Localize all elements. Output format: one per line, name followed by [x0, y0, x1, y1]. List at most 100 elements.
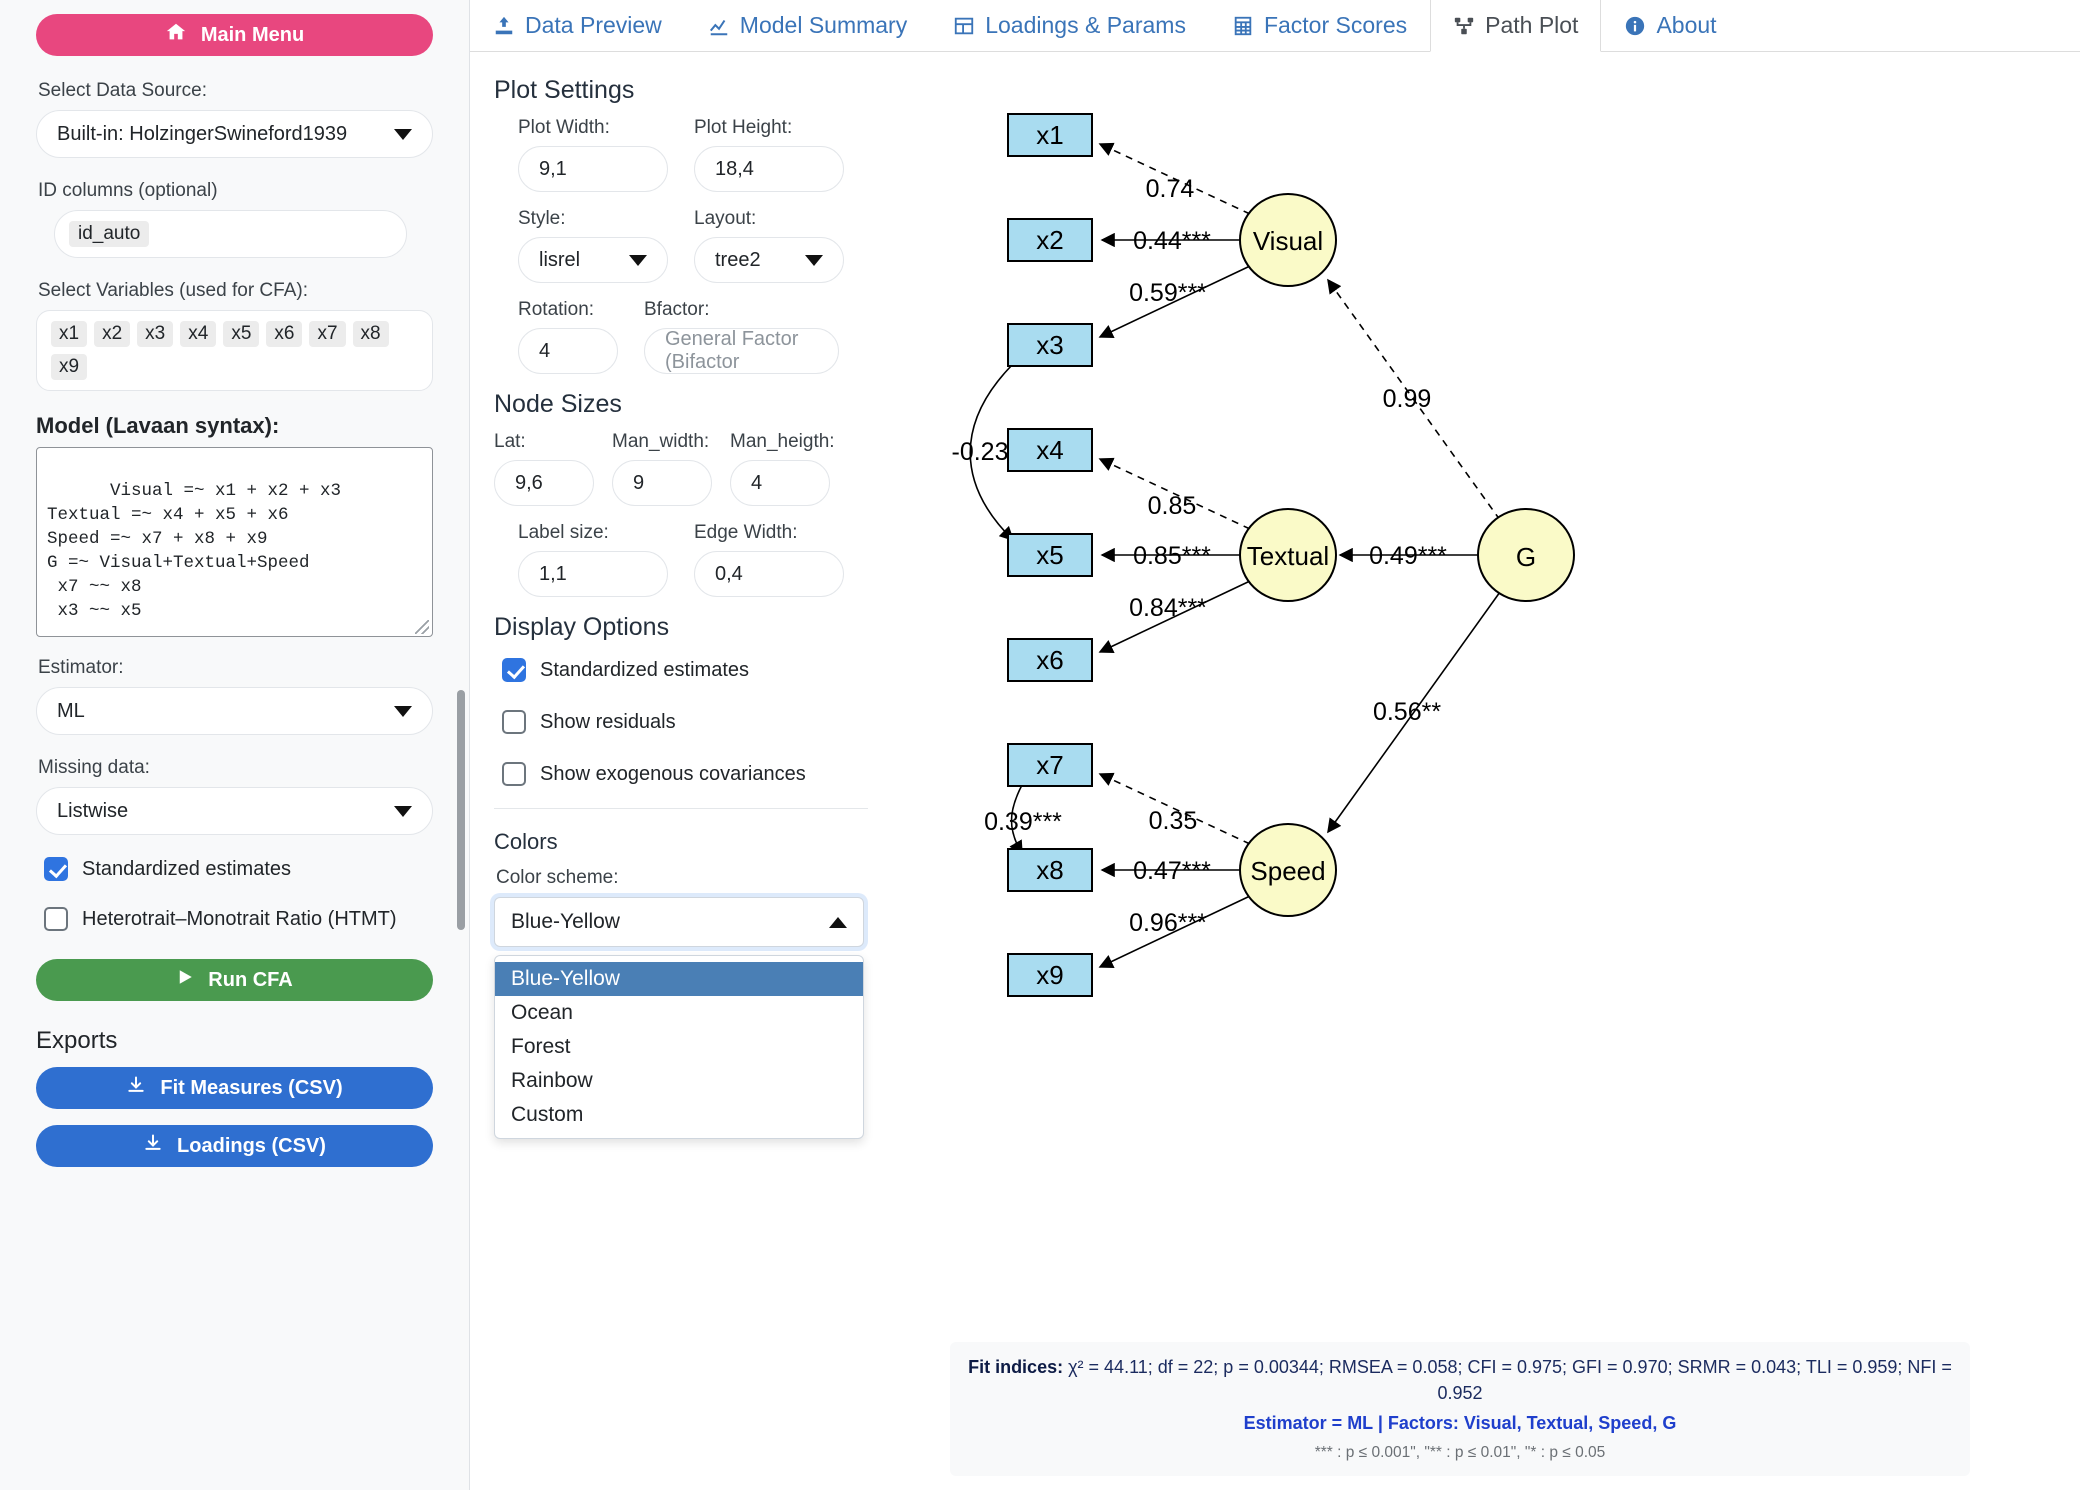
exports-title: Exports [36, 1027, 118, 1054]
variable-token[interactable]: x6 [266, 321, 303, 347]
latent-nodes: Visual Textual Speed G [1239, 193, 1575, 917]
tab-factor-scores[interactable]: Factor Scores [1209, 0, 1430, 51]
sidebar-scrollbar[interactable] [457, 0, 467, 1490]
node-x8[interactable]: x8 [1007, 848, 1093, 892]
color-scheme-select[interactable]: Blue-Yellow [494, 897, 864, 947]
display-residuals-row[interactable]: Show residuals [502, 710, 890, 734]
edge-width-label: Edge Width: [694, 522, 798, 543]
variable-token[interactable]: x1 [51, 321, 88, 347]
display-standardized-row[interactable]: Standardized estimates [502, 658, 890, 682]
edge-visual-x3 [1098, 265, 1251, 339]
node-label: x4 [1036, 435, 1063, 465]
layout-select[interactable]: tree2 [694, 237, 844, 283]
display-standardized-label: Standardized estimates [540, 658, 750, 681]
color-scheme-option-forest[interactable]: Forest [511, 1035, 571, 1058]
node-x7[interactable]: x7 [1007, 743, 1093, 787]
plot-width-input[interactable]: 9,1 [518, 146, 668, 192]
model-syntax-textarea[interactable]: Visual =~ x1 + x2 + x3 Textual =~ x4 + x… [36, 447, 433, 637]
download-icon [126, 1075, 146, 1101]
node-label: x1 [1036, 120, 1063, 150]
export-loadings-button[interactable]: Loadings (CSV) [36, 1125, 433, 1167]
tab-data-preview[interactable]: Data Preview [470, 0, 685, 51]
tab-about[interactable]: About [1601, 0, 1739, 51]
grid-icon [1232, 15, 1254, 37]
estimator-select[interactable]: ML [36, 687, 433, 735]
man-width-input[interactable]: 9 [612, 460, 712, 506]
bfactor-input[interactable]: General Factor (Bifactor [644, 328, 839, 374]
variables-input[interactable]: x1 x2 x3 x4 x5 x6 x7 x8 x9 [36, 310, 433, 391]
variable-token[interactable]: x5 [223, 321, 260, 347]
style-label: Style: [518, 208, 566, 229]
display-exogenous-checkbox[interactable] [502, 762, 526, 786]
tab-path-plot[interactable]: Path Plot [1430, 0, 1602, 52]
lat-input[interactable]: 9,6 [494, 460, 594, 506]
missing-data-value: Listwise [57, 799, 129, 822]
htmt-row[interactable]: Heterotrait–Monotrait Ratio (HTMT) [44, 907, 433, 931]
color-scheme-option-rainbow[interactable]: Rainbow [511, 1069, 593, 1092]
variable-token[interactable]: x9 [51, 354, 88, 380]
node-x3[interactable]: x3 [1007, 323, 1093, 367]
node-x9[interactable]: x9 [1007, 953, 1093, 997]
display-standardized-checkbox[interactable] [502, 658, 526, 682]
tab-loadings-params[interactable]: Loadings & Params [930, 0, 1209, 51]
variable-token[interactable]: x3 [137, 321, 174, 347]
plot-width-label: Plot Width: [518, 117, 610, 138]
display-exogenous-row[interactable]: Show exogenous covariances [502, 762, 890, 786]
edge-speed-x7 [1098, 772, 1251, 845]
display-residuals-checkbox[interactable] [502, 710, 526, 734]
plot-height-input[interactable]: 18,4 [694, 146, 844, 192]
edge-width-input[interactable]: 0,4 [694, 551, 844, 597]
node-visual[interactable]: Visual [1239, 193, 1337, 287]
style-field: Style: lisrel [518, 208, 668, 283]
style-select[interactable]: lisrel [518, 237, 668, 283]
node-x5[interactable]: x5 [1007, 533, 1093, 577]
id-columns-input[interactable]: id_auto [54, 210, 408, 258]
sidebar-scrollbar-thumb[interactable] [457, 690, 465, 930]
content-area: Data Preview Model Summary Loadings & Pa… [470, 0, 2080, 1490]
variable-token[interactable]: x4 [180, 321, 217, 347]
variable-token[interactable]: x2 [94, 321, 131, 347]
lat-label: Lat: [494, 431, 526, 452]
export-fit-measures-button[interactable]: Fit Measures (CSV) [36, 1067, 433, 1109]
edge-label-g-speed: 0.56** [1373, 698, 1441, 726]
node-x6[interactable]: x6 [1007, 638, 1093, 682]
node-x1[interactable]: x1 [1007, 113, 1093, 157]
variable-token[interactable]: x7 [309, 321, 346, 347]
color-scheme-value: Blue-Yellow [511, 910, 620, 933]
color-scheme-option-ocean[interactable]: Ocean [511, 1001, 573, 1024]
edge-speed-x9 [1098, 895, 1251, 969]
tab-label: Factor Scores [1263, 12, 1408, 38]
rotation-input[interactable]: 4 [518, 328, 618, 374]
run-cfa-button[interactable]: Run CFA [36, 959, 433, 1001]
standardized-estimates-row[interactable]: Standardized estimates [44, 857, 433, 881]
color-scheme-option-blue-yellow[interactable]: Blue-Yellow [495, 962, 863, 996]
node-x4[interactable]: x4 [1007, 428, 1093, 472]
color-scheme-option-custom[interactable]: Custom [511, 1103, 584, 1126]
plot-height-label: Plot Height: [694, 117, 793, 138]
node-textual[interactable]: Textual [1239, 508, 1337, 602]
missing-data-select[interactable]: Listwise [36, 787, 433, 835]
export-fit-measures-label: Fit Measures (CSV) [160, 1076, 343, 1099]
rotation-field: Rotation: 4 [518, 299, 618, 374]
data-source-select[interactable]: Built-in: HolzingerSwineford1939 [36, 110, 433, 158]
edge-label-textual-x4: 0.85 [1148, 492, 1197, 520]
run-cfa-label: Run CFA [208, 968, 293, 991]
id-column-token[interactable]: id_auto [69, 221, 150, 247]
standardized-estimates-checkbox[interactable] [44, 857, 68, 881]
edge-textual-x4 [1098, 457, 1251, 530]
estimator-label: Estimator: [38, 657, 124, 678]
main-menu-button[interactable]: Main Menu [36, 14, 433, 56]
htmt-checkbox[interactable] [44, 907, 68, 931]
resize-grip-icon[interactable] [415, 620, 429, 634]
node-speed[interactable]: Speed [1239, 823, 1337, 917]
node-g[interactable]: G [1477, 508, 1575, 602]
display-residuals-label: Show residuals [540, 710, 676, 733]
tab-model-summary[interactable]: Model Summary [685, 0, 930, 51]
node-x2[interactable]: x2 [1007, 218, 1093, 262]
variable-token[interactable]: x8 [352, 321, 389, 347]
label-size-input[interactable]: 1,1 [518, 551, 668, 597]
edge-label-speed-x8: 0.47*** [1133, 857, 1211, 885]
cov-label-x3-x5: -0.23 [952, 438, 1009, 466]
man-height-input[interactable]: 4 [730, 460, 830, 506]
